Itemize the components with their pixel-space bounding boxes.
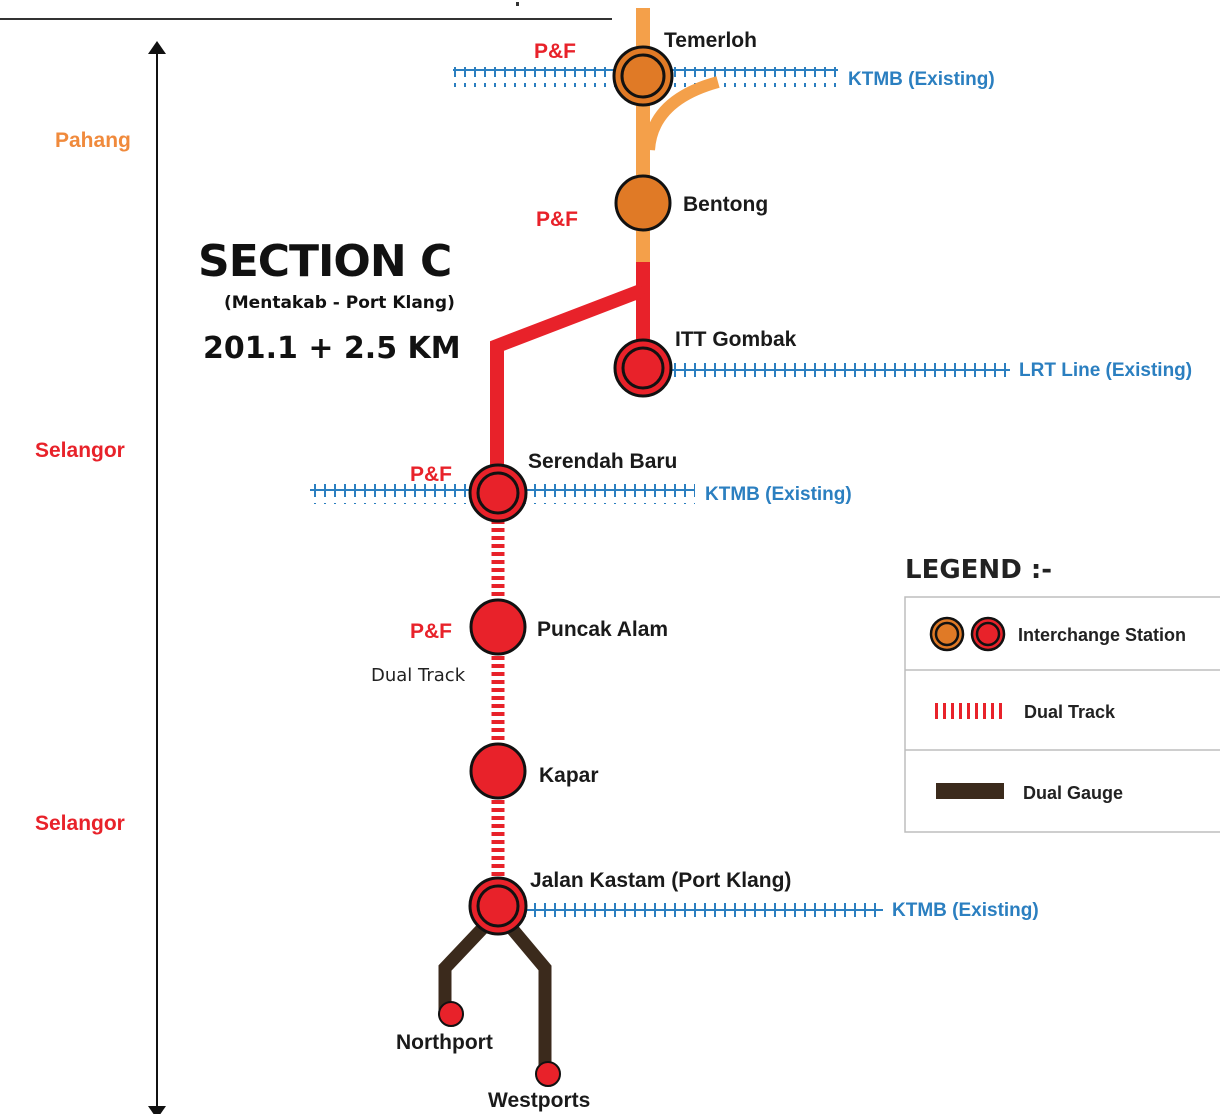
station-label-westports: Westports: [488, 1089, 590, 1112]
station-itt-gombak: [613, 338, 673, 398]
station-puncak-alam: [469, 598, 527, 656]
existing-label-temerloh: KTMB (Existing): [848, 69, 995, 90]
station-westports: [535, 1061, 561, 1087]
existing-line-itt-gombak: [645, 359, 1010, 379]
existing-label-serendah-baru: KTMB (Existing): [705, 484, 852, 505]
dual-gauge-icon: [936, 783, 1004, 799]
section-distance: 201.1 + 2.5 KM: [203, 331, 461, 366]
station-label-serendah-baru: Serendah Baru: [528, 450, 677, 473]
legend-label-interchange: Interchange Station: [1018, 625, 1186, 645]
section-subtitle: (Mentakab - Port Klang): [224, 293, 455, 313]
interchange-station-icon: [929, 616, 1006, 652]
station-label-northport: Northport: [396, 1031, 493, 1054]
existing-label-itt-gombak: LRT Line (Existing): [1019, 360, 1192, 381]
top-marker: [516, 2, 519, 6]
station-kapar: [469, 742, 527, 800]
extent-arrow: [148, 41, 166, 1114]
state-label-pahang: Pahang: [55, 129, 131, 152]
dual-track-note: Dual Track: [371, 665, 466, 686]
red-line: [490, 262, 650, 470]
station-label-puncak-alam: Puncak Alam: [537, 618, 668, 641]
section-title: SECTION C: [198, 236, 451, 287]
station-label-temerloh: Temerloh: [664, 29, 757, 52]
station-label-jalan-kastam: Jalan Kastam (Port Klang): [530, 869, 791, 892]
legend-label-dual-gauge: Dual Gauge: [1023, 783, 1123, 803]
state-label-selangor-north: Selangor: [35, 439, 125, 462]
station-jalan-kastam: [468, 876, 528, 936]
existing-line-jalan-kastam: [498, 899, 883, 919]
pf-label-temerloh: P&F: [534, 40, 576, 63]
legend-label-dual-track: Dual Track: [1024, 702, 1116, 722]
pf-label-bentong: P&F: [536, 208, 578, 231]
station-label-itt-gombak: ITT Gombak: [675, 328, 797, 351]
pf-label-serendah-baru: P&F: [410, 463, 452, 486]
legend-title: LEGEND :-: [905, 555, 1052, 585]
station-bentong: [614, 174, 672, 232]
station-label-kapar: Kapar: [539, 764, 599, 787]
existing-label-jalan-kastam: KTMB (Existing): [892, 900, 1039, 921]
pf-label-puncak-alam: P&F: [410, 620, 452, 643]
station-northport: [438, 1001, 464, 1027]
station-temerloh: [612, 45, 674, 107]
station-serendah-baru: [468, 463, 528, 523]
state-label-selangor-south: Selangor: [35, 812, 125, 835]
station-label-bentong: Bentong: [683, 193, 768, 216]
